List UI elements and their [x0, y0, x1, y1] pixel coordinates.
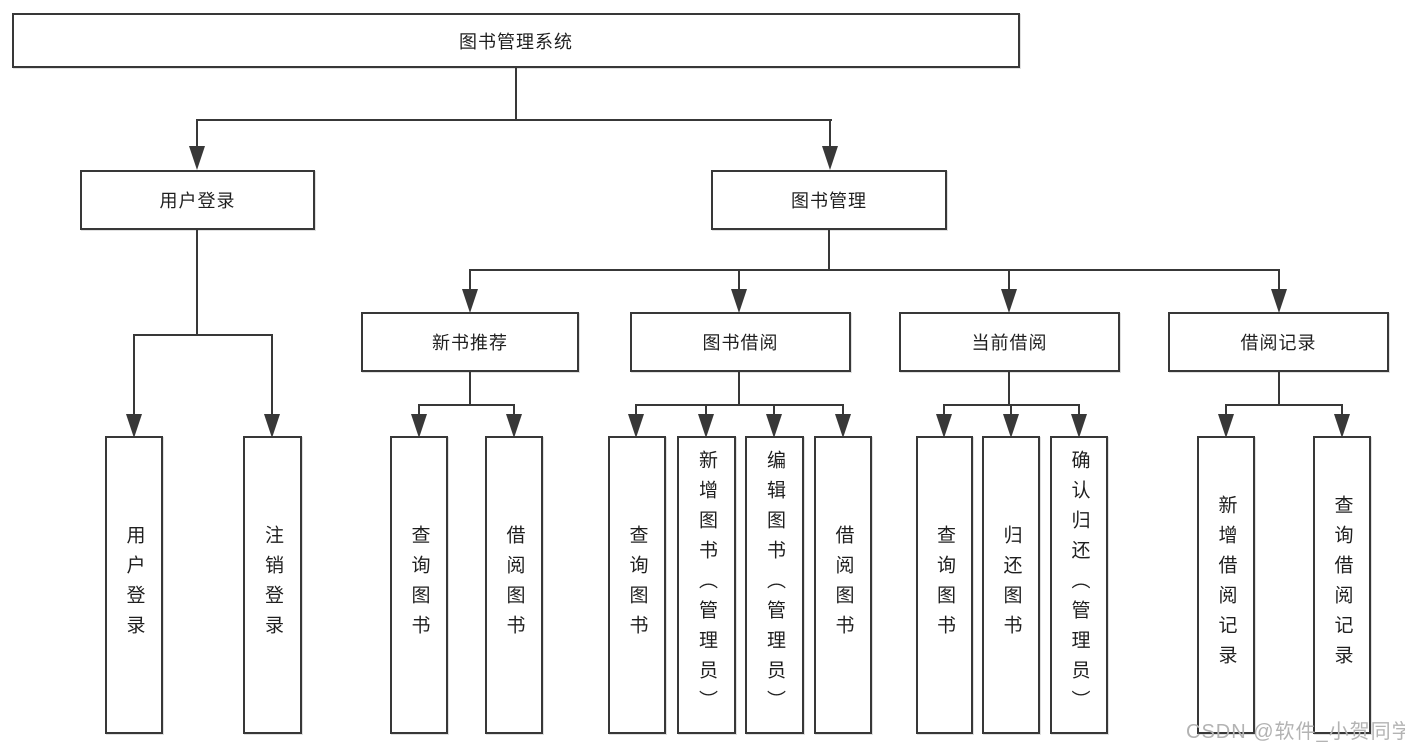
connector-user-login-bar [133, 334, 273, 336]
node-current-label: 当前借阅 [971, 333, 1048, 353]
leaf-borrow-books-2: 借阅图书 [814, 436, 872, 734]
node-root: 图书管理系统 [12, 13, 1020, 68]
connector-drop [635, 404, 637, 418]
connector-record-stem [1278, 372, 1280, 406]
leaf-label: 查询图书 [408, 525, 430, 645]
arrow-down-icon [1003, 414, 1019, 438]
leaf-query-books-3: 查询图书 [916, 436, 973, 734]
leaf-return-books: 归还图书 [982, 436, 1040, 734]
connector-drop [1078, 404, 1080, 418]
leaf-label: 用户登录 [123, 525, 145, 645]
connector-drop-book-mgmt [829, 119, 831, 151]
connector-drop-logout [271, 334, 273, 418]
connector-drop-borrow [738, 269, 740, 295]
leaf-query-books-2: 查询图书 [608, 436, 666, 734]
node-current: 当前借阅 [899, 312, 1120, 372]
connector-drop-login [133, 334, 135, 418]
node-new-rec-label: 新书推荐 [432, 333, 508, 353]
connector-drop [705, 404, 707, 418]
leaf-label: 查询借阅记录 [1331, 495, 1353, 675]
leaf-borrow-books-1: 借阅图书 [485, 436, 543, 734]
arrow-down-icon [1001, 289, 1017, 313]
arrow-down-icon [1334, 414, 1350, 438]
arrow-down-icon [835, 414, 851, 438]
connector-drop-user-login [196, 119, 198, 151]
node-record: 借阅记录 [1168, 312, 1389, 372]
connector-book-mgmt-stem [828, 230, 830, 271]
leaf-confirm-return-admin: 确认归还（管理员） [1050, 436, 1108, 734]
node-book-mgmt-label: 图书管理 [791, 191, 867, 211]
connector-borrow-bar [635, 404, 844, 406]
leaf-query-books-1: 查询图书 [390, 436, 448, 734]
node-book-mgmt: 图书管理 [711, 170, 947, 230]
arrow-down-icon [411, 414, 427, 438]
arrow-down-icon [731, 289, 747, 313]
node-new-rec: 新书推荐 [361, 312, 579, 372]
arrow-down-icon [822, 146, 838, 170]
leaf-edit-books-admin: 编辑图书（管理员） [745, 436, 804, 734]
connector-root-bar [196, 119, 832, 121]
node-user-login: 用户登录 [80, 170, 315, 230]
connector-drop [842, 404, 844, 418]
connector-drop [418, 404, 420, 418]
node-borrow: 图书借阅 [630, 312, 851, 372]
arrow-down-icon [506, 414, 522, 438]
node-user-login-label: 用户登录 [159, 191, 236, 211]
arrow-down-icon [628, 414, 644, 438]
connector-drop [1341, 404, 1343, 418]
connector-current-stem [1008, 372, 1010, 406]
node-record-label: 借阅记录 [1240, 333, 1317, 353]
arrow-down-icon [936, 414, 952, 438]
leaf-label: 编辑图书（管理员） [764, 450, 785, 720]
leaf-label: 查询图书 [934, 525, 955, 645]
connector-user-login-stem [196, 230, 198, 336]
node-borrow-label: 图书借阅 [702, 333, 779, 353]
leaf-add-books-admin: 新增图书（管理员） [677, 436, 736, 734]
connector-drop-current [1008, 269, 1010, 295]
connector-record-bar [1225, 404, 1343, 406]
connector-book-mgmt-bar [469, 269, 1280, 271]
connector-new-rec-stem [469, 372, 471, 406]
arrow-down-icon [462, 289, 478, 313]
csdn-watermark: CSDN @软件_小贺同学 [1186, 721, 1405, 743]
connector-new-rec-bar [418, 404, 515, 406]
leaf-add-borrow-record: 新增借阅记录 [1197, 436, 1255, 734]
arrow-down-icon [264, 414, 280, 438]
connector-drop [1010, 404, 1012, 418]
leaf-label: 查询图书 [626, 525, 648, 645]
arrow-down-icon [1218, 414, 1234, 438]
leaf-label: 借阅图书 [503, 525, 525, 645]
arrow-down-icon [1071, 414, 1087, 438]
node-root-label: 图书管理系统 [459, 31, 573, 52]
leaf-label: 确认归还（管理员） [1068, 450, 1090, 720]
connector-drop-new-rec [469, 269, 471, 295]
leaf-label: 注销登录 [262, 525, 283, 645]
leaf-label: 新增借阅记录 [1215, 495, 1237, 675]
arrow-down-icon [766, 414, 782, 438]
connector-root-stem [515, 68, 517, 121]
leaf-logout: 注销登录 [243, 436, 302, 734]
leaf-user-login: 用户登录 [105, 436, 163, 734]
arrow-down-icon [1271, 289, 1287, 313]
connector-drop [513, 404, 515, 418]
arrow-down-icon [126, 414, 142, 438]
connector-drop [1225, 404, 1227, 418]
connector-drop [943, 404, 945, 418]
connector-drop-record [1278, 269, 1280, 295]
arrow-down-icon [698, 414, 714, 438]
arrow-down-icon [189, 146, 205, 170]
connector-drop [773, 404, 775, 418]
leaf-label: 借阅图书 [832, 525, 854, 645]
leaf-label: 归还图书 [1000, 525, 1022, 645]
connector-borrow-stem [738, 372, 740, 406]
leaf-label: 新增图书（管理员） [696, 450, 717, 720]
leaf-query-borrow-record: 查询借阅记录 [1313, 436, 1371, 734]
